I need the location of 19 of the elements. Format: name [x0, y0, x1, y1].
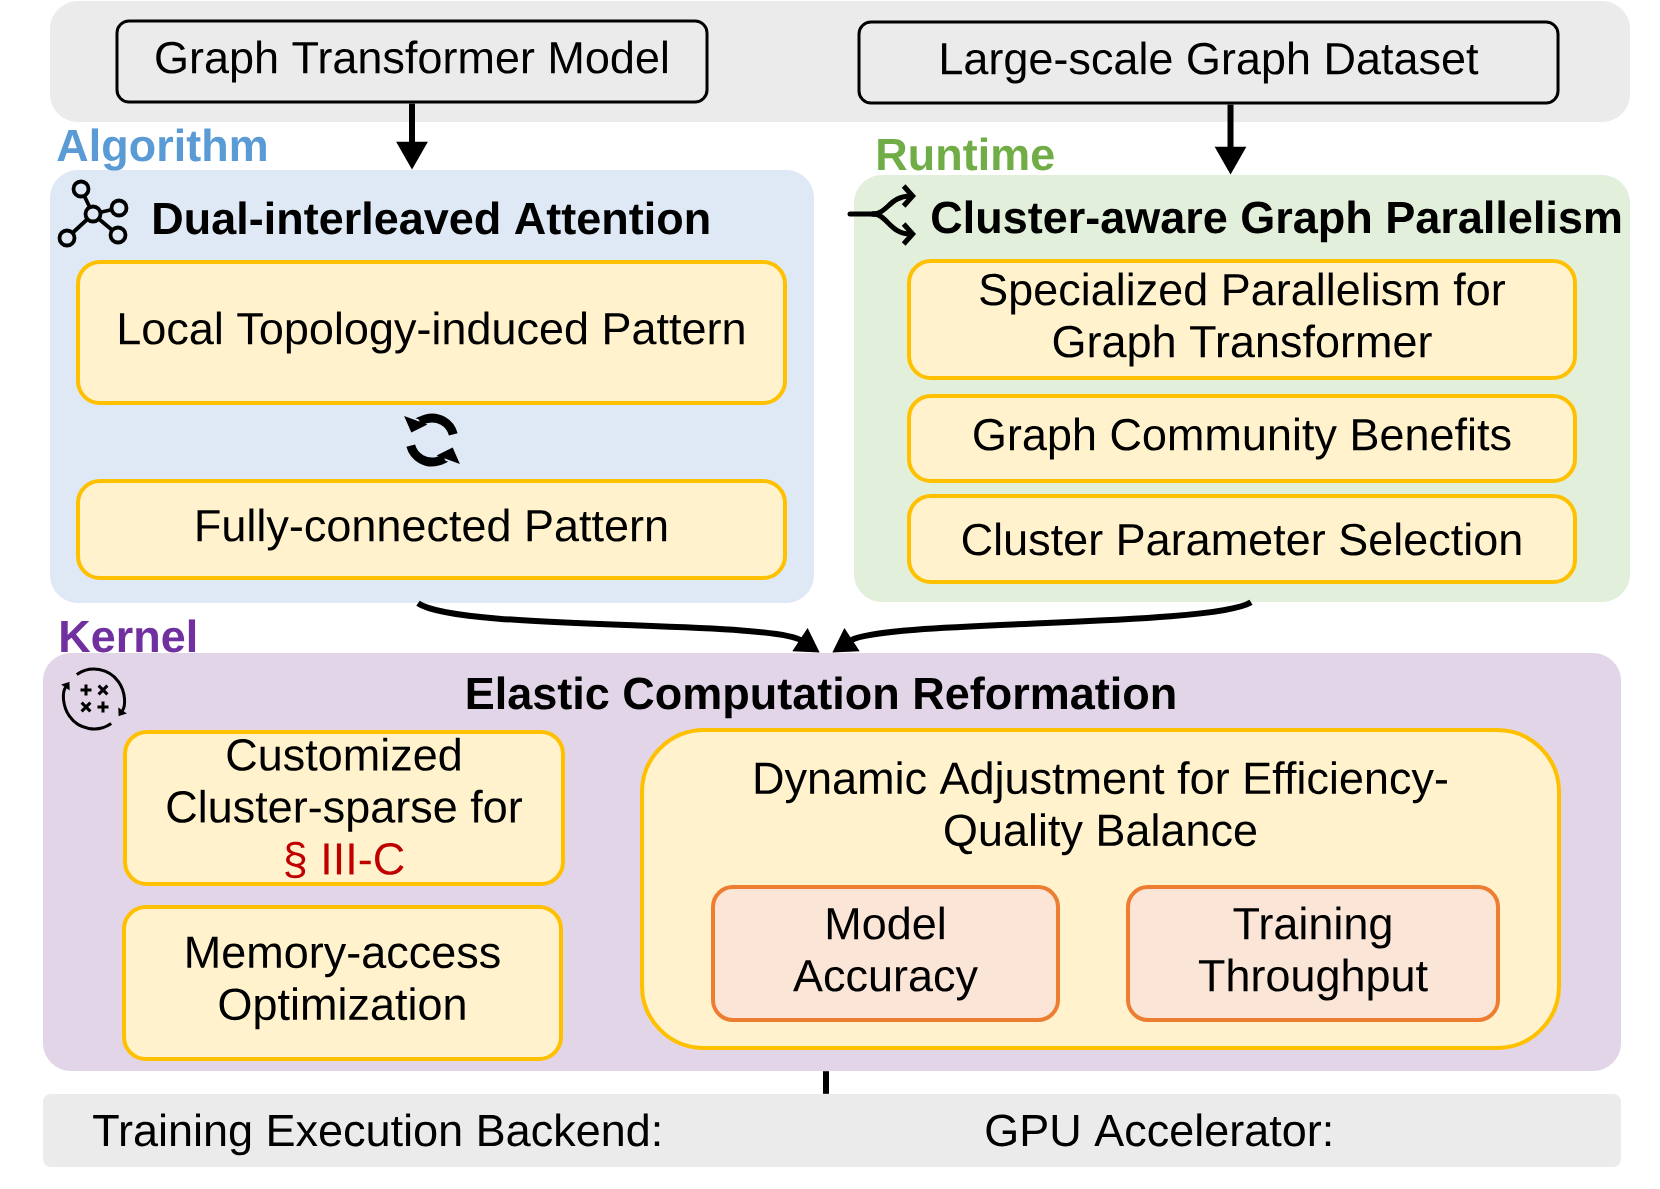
process-box: Customized Cluster-sparse for § III-C: [123, 730, 565, 886]
section-label: Kernel: [61, 619, 196, 653]
input-box: Graph Transformer Model: [115, 19, 709, 104]
metric-box: Model Accuracy: [711, 885, 1060, 1022]
section-label: Runtime: [878, 137, 1054, 171]
process-box: Specialized Parallelism for Graph Transformer: [907, 259, 1577, 380]
panel-title: Elastic Computation Reformation: [467, 676, 1175, 719]
metric-box: Training Throughput: [1126, 885, 1500, 1022]
process-box: Fully-connected Pattern: [76, 479, 787, 580]
footer-label: Training Execution Backend:: [93, 1113, 660, 1156]
panel-title: Dual-interleaved Attention: [154, 201, 709, 235]
footer-label: GPU Accelerator:: [986, 1113, 1331, 1147]
section-label: Algorithm: [57, 128, 266, 171]
panel-title: Cluster-aware Graph Parallelism: [932, 200, 1621, 243]
process-box: Local Topology-induced Pattern: [76, 260, 787, 405]
input-box: Large-scale Graph Dataset: [857, 20, 1560, 105]
process-box: Cluster Parameter Selection: [907, 494, 1577, 584]
process-box: Graph Community Benefits: [907, 394, 1577, 483]
process-box: Memory-access Optimization: [122, 905, 563, 1061]
